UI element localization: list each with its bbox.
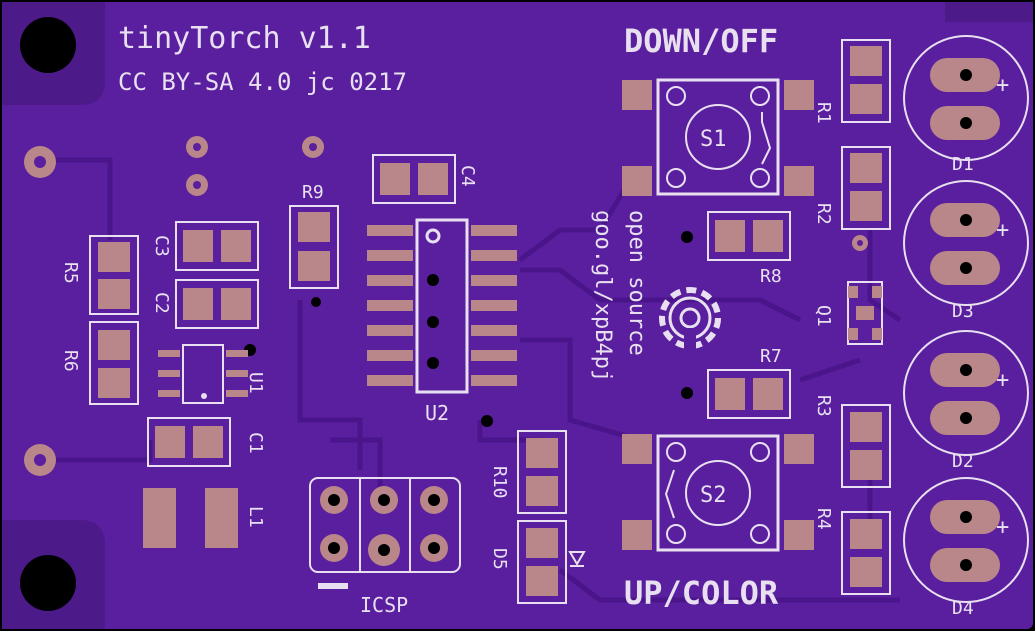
led-d4-polarity: + xyxy=(996,515,1009,540)
led-d2-polarity: + xyxy=(996,368,1009,393)
transistor-q1: Q1 xyxy=(813,281,883,345)
ref-r4: R4 xyxy=(813,508,834,530)
capacitor-c1: C1 xyxy=(147,417,266,467)
ref-u2: U2 xyxy=(425,401,449,425)
ref-d5: D5 xyxy=(489,548,510,570)
open-source-label: open source xyxy=(624,210,649,356)
resistor-r8: R8 xyxy=(707,211,791,287)
ref-s2: S2 xyxy=(700,483,727,508)
resistor-r1: R1 xyxy=(813,39,891,124)
led-d3-polarity: + xyxy=(996,218,1009,243)
resistor-r4: R4 xyxy=(813,508,891,595)
ref-d1: D1 xyxy=(952,154,974,175)
resistor-r6: R6 xyxy=(60,321,139,405)
mounting-hole-top-left xyxy=(20,17,76,73)
ref-d2: D2 xyxy=(952,451,974,472)
led-d1: + D1 xyxy=(903,35,1029,175)
ref-r7: R7 xyxy=(760,346,782,367)
inductor-l1: L1 xyxy=(143,488,266,548)
led-d2: + D2 xyxy=(903,330,1029,472)
resistor-r10: R10 xyxy=(489,430,567,514)
ref-q1: Q1 xyxy=(813,305,834,327)
through-holes xyxy=(186,136,868,427)
resistor-r5: R5 xyxy=(60,235,139,315)
ref-r1: R1 xyxy=(813,102,834,124)
button-label-down-off: DOWN/OFF xyxy=(624,22,778,60)
resistor-r3: R3 xyxy=(813,395,891,488)
ref-r8: R8 xyxy=(760,266,782,287)
open-hardware-gear-icon xyxy=(659,287,721,350)
led-d5: D5 xyxy=(489,520,586,604)
switch-s1[interactable]: S1 xyxy=(622,78,814,196)
mounting-hole-bottom-left xyxy=(20,555,76,611)
ref-r3: R3 xyxy=(813,395,834,417)
capacitor-c2: C2 xyxy=(151,279,259,329)
icsp-label: ICSP xyxy=(360,593,408,617)
ref-l1: L1 xyxy=(245,506,266,528)
ref-r10: R10 xyxy=(489,466,510,499)
resistor-r7: R7 xyxy=(707,346,791,419)
capacitor-c4: C4 xyxy=(372,154,478,204)
ref-d4: D4 xyxy=(952,598,974,619)
board-title: tinyTorch v1.1 xyxy=(118,21,371,56)
switch-s2[interactable]: S2 xyxy=(622,434,814,552)
capacitor-c3: C3 xyxy=(151,221,259,271)
ref-r5: R5 xyxy=(60,262,81,284)
copper-traces xyxy=(40,157,902,603)
icsp-header: ICSP xyxy=(309,477,461,617)
ic-u1: U1 xyxy=(158,344,266,404)
resistor-r9: R9 xyxy=(289,182,339,289)
board-license: CC BY-SA 4.0 jc 0217 xyxy=(118,68,407,96)
led-d3: + D3 xyxy=(903,180,1029,322)
led-d1-polarity: + xyxy=(996,73,1009,98)
ic-u2: U2 xyxy=(367,218,517,425)
ref-c1: C1 xyxy=(245,432,266,454)
button-label-up-color: UP/COLOR xyxy=(624,574,779,612)
led-d4: + D4 xyxy=(903,477,1029,619)
ref-u1: U1 xyxy=(245,372,266,394)
ref-r2: R2 xyxy=(813,203,834,225)
resistor-r2: R2 xyxy=(813,146,891,230)
ref-s1: S1 xyxy=(700,127,727,152)
ref-c4: C4 xyxy=(457,165,478,187)
ref-c2: C2 xyxy=(151,292,172,314)
ref-c3: C3 xyxy=(151,235,172,257)
ref-r6: R6 xyxy=(60,350,81,372)
ref-r9: R9 xyxy=(302,182,324,203)
ref-d3: D3 xyxy=(952,301,974,322)
open-source-url: goo.gl/xpB4pj xyxy=(590,210,615,382)
edge-pads xyxy=(24,146,56,476)
